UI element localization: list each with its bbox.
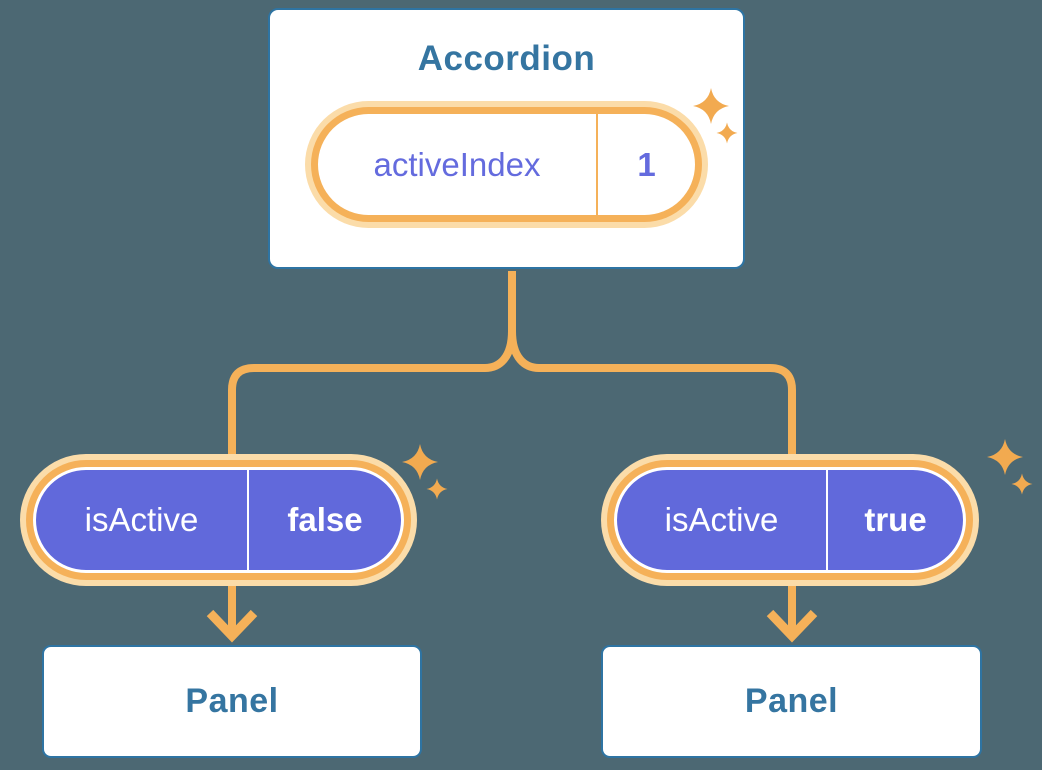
left-arrow-down-icon xyxy=(206,609,258,643)
panel-box-right: Panel xyxy=(601,645,982,758)
state-pill-ring: activeIndex 1 xyxy=(311,107,702,222)
prop-pill-ring: isActive true xyxy=(607,460,973,580)
sparkle-icon xyxy=(402,444,438,480)
state-pill: activeIndex 1 xyxy=(305,101,708,228)
accordion-component-box: Accordion activeIndex 1 xyxy=(268,8,745,269)
panel-title: Panel xyxy=(185,682,279,720)
prop-pill-label: isActive xyxy=(664,501,779,538)
sparkle-icon xyxy=(1011,473,1033,495)
prop-pill-value: false xyxy=(247,470,401,570)
sparkle-icon xyxy=(426,478,448,500)
accordion-title: Accordion xyxy=(417,39,596,78)
right-arrow-down-icon xyxy=(766,609,818,643)
prop-pill-value: true xyxy=(826,470,963,570)
panel-box-left: Panel xyxy=(42,645,422,758)
state-pill-value: 1 xyxy=(596,114,695,215)
prop-pill-label: isActive xyxy=(84,501,199,538)
sparkle-icon xyxy=(987,439,1023,475)
prop-pill-isactive-true: isActive true xyxy=(601,454,979,586)
prop-pill-isactive-false: isActive false xyxy=(20,454,417,586)
panel-title: Panel xyxy=(744,682,839,720)
state-pill-label: activeIndex xyxy=(373,145,541,183)
prop-pill-ring: isActive false xyxy=(26,460,411,580)
